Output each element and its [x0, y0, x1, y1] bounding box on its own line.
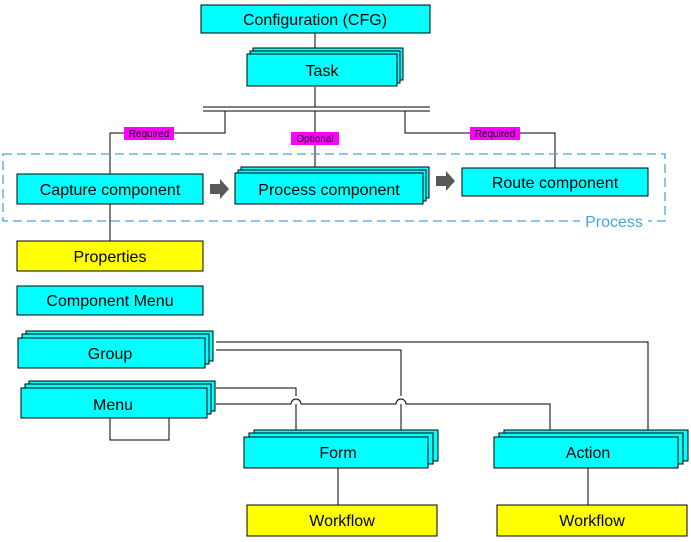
properties-label: Properties	[74, 249, 147, 266]
properties-node[interactable]: Properties	[16, 240, 204, 272]
component-menu-label: Component Menu	[46, 293, 173, 310]
component-menu-node[interactable]: Component Menu	[16, 285, 204, 316]
process-component-label: Process component	[258, 182, 400, 199]
workflow-action-label: Workflow	[559, 513, 625, 530]
task-node[interactable]: Task	[246, 47, 404, 87]
arrow-right-icon	[436, 171, 455, 191]
form-label: Form	[319, 445, 356, 462]
task-label: Task	[306, 63, 340, 80]
capture-component-node[interactable]: Capture component	[16, 173, 204, 205]
process-region-label: Process	[585, 214, 643, 231]
required-tag-right: Required	[470, 127, 520, 140]
arrow-right-icon	[210, 179, 229, 199]
process-region: Process	[2, 153, 666, 231]
menu-label: Menu	[93, 397, 133, 414]
action-node[interactable]: Action	[493, 429, 689, 469]
group-label: Group	[88, 346, 133, 363]
capture-component-label: Capture component	[40, 182, 181, 199]
optional-tag: Optional	[291, 132, 339, 145]
optional-tag-label: Optional	[296, 134, 333, 145]
route-component-node[interactable]: Route component	[461, 167, 649, 197]
cfg-label: Configuration (CFG)	[243, 12, 387, 29]
required-tag-left: Required	[124, 127, 174, 140]
process-component-node[interactable]: Process component	[234, 166, 430, 205]
workflow-form-node[interactable]: Workflow	[246, 504, 438, 537]
workflow-form-label: Workflow	[309, 513, 375, 530]
cfg-node[interactable]: Configuration (CFG)	[200, 4, 431, 34]
required-tag-left-label: Required	[129, 129, 170, 140]
route-component-label: Route component	[492, 175, 619, 192]
required-tag-right-label: Required	[475, 129, 516, 140]
group-node[interactable]: Group	[17, 330, 214, 369]
action-label: Action	[566, 445, 610, 462]
menu-node[interactable]: Menu	[20, 380, 216, 419]
form-node[interactable]: Form	[243, 429, 439, 469]
workflow-action-node[interactable]: Workflow	[496, 504, 688, 537]
